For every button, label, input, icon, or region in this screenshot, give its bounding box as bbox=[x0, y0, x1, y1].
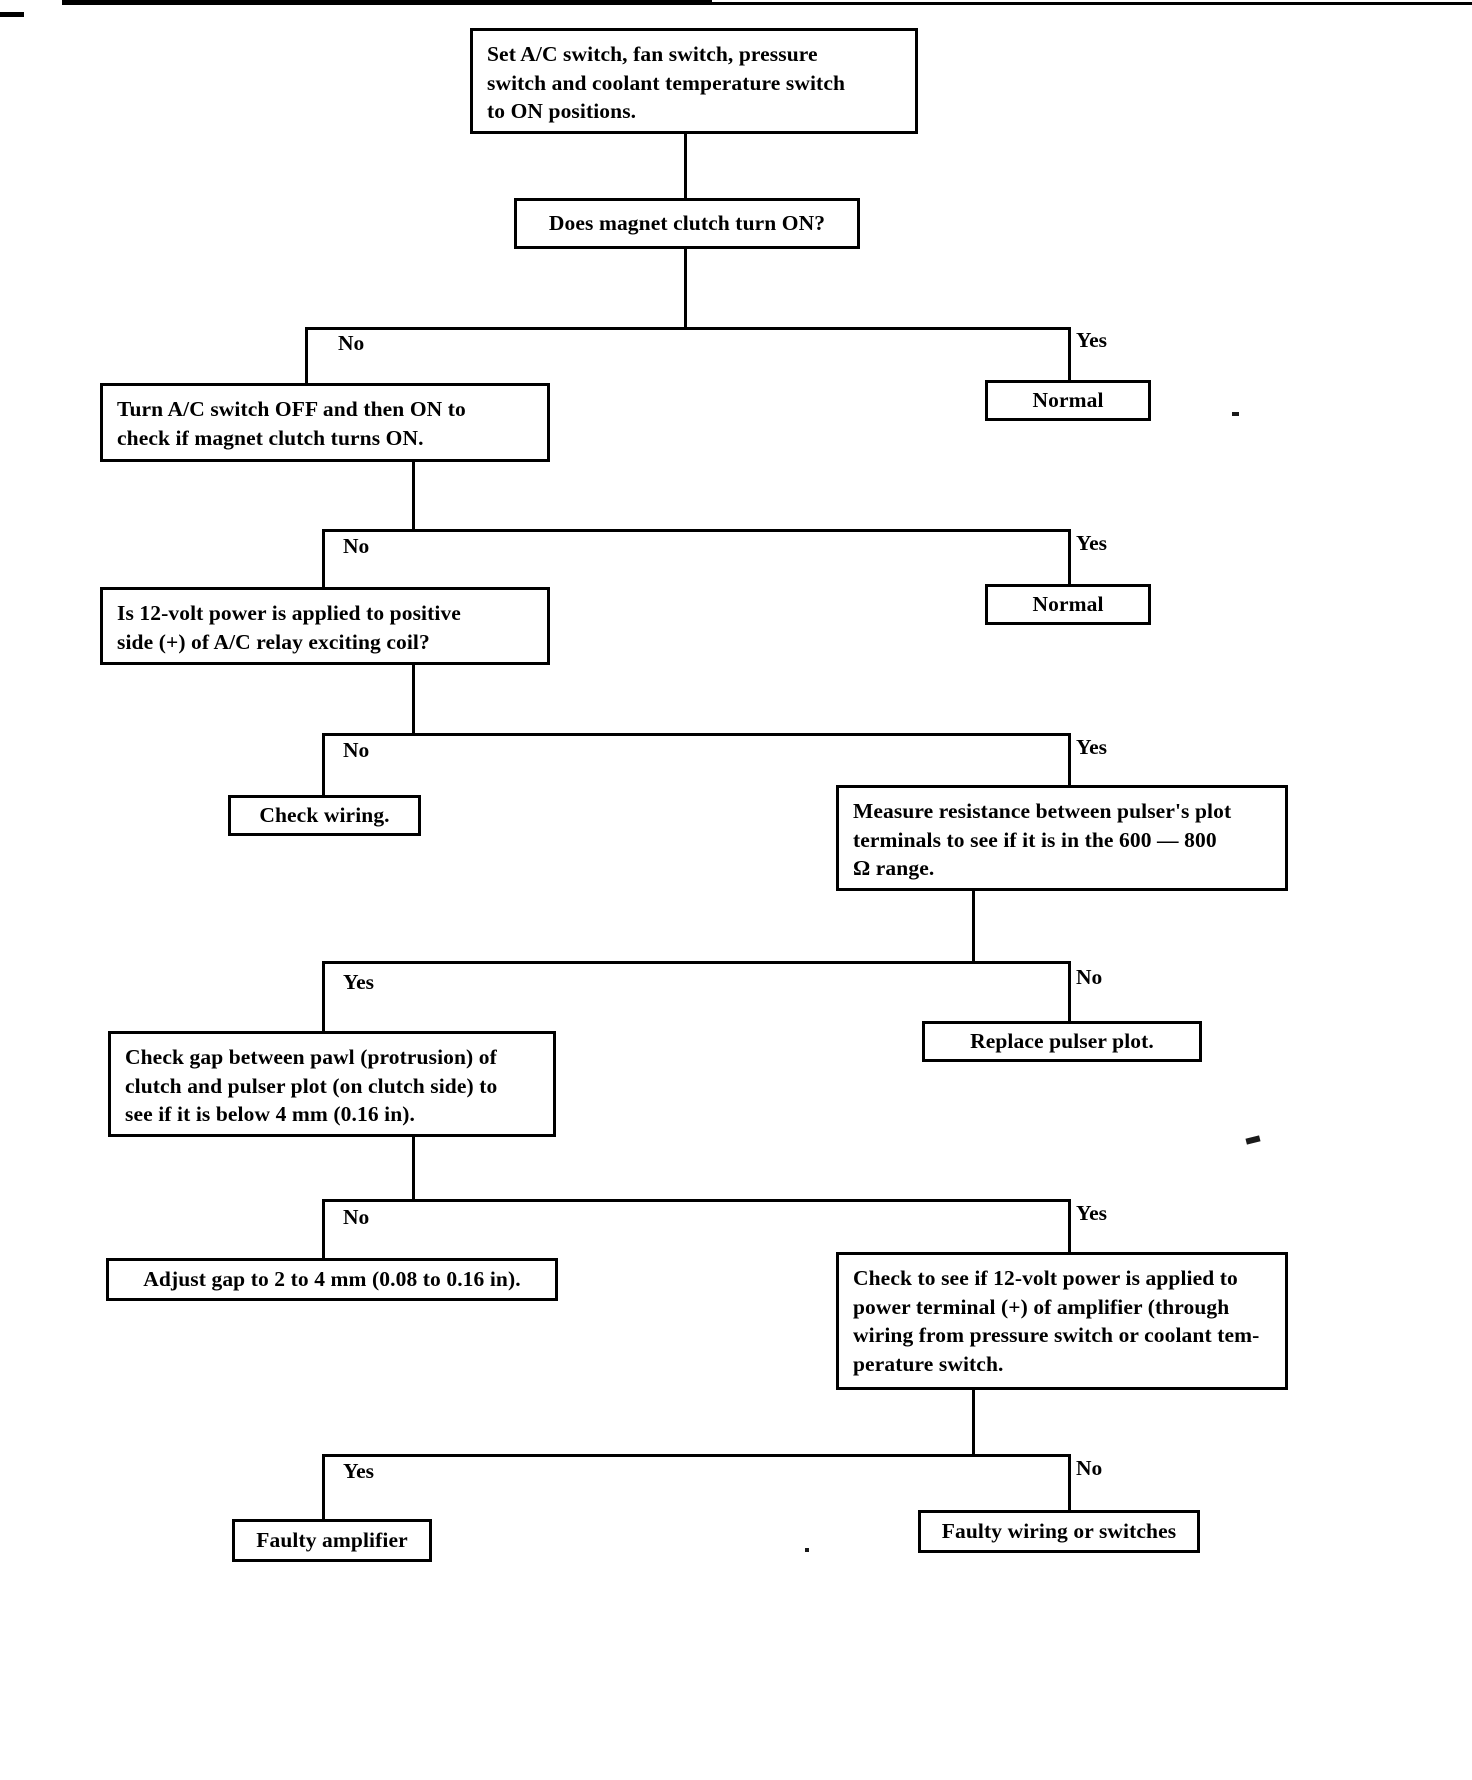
edge-amp-bus bbox=[322, 1454, 1070, 1457]
edge-relay-yes-drop bbox=[1068, 733, 1071, 785]
label-resistance-no: No bbox=[1076, 965, 1103, 989]
edge-retry-no-drop bbox=[322, 529, 325, 587]
edge-turnswitch-stem bbox=[412, 462, 415, 531]
edge-retry-bus bbox=[322, 529, 1070, 532]
label-resistance-yes: Yes bbox=[343, 970, 375, 994]
label-retry-yes: Yes bbox=[1076, 531, 1108, 555]
label-amp-yes: Yes bbox=[343, 1459, 375, 1483]
node-faulty-amplifier: Faulty amplifier bbox=[232, 1519, 432, 1562]
edge-resistance-bus bbox=[322, 961, 1070, 964]
label-clutch-no: No bbox=[338, 331, 365, 355]
node-replace-pulser-plot: Replace pulser plot. bbox=[922, 1021, 1202, 1062]
label-relay-yes: Yes bbox=[1076, 735, 1108, 759]
scan-speck-right-upper bbox=[1232, 412, 1239, 416]
edge-question1-stem bbox=[684, 249, 687, 329]
node-normal-1: Normal bbox=[985, 380, 1151, 421]
edge-relay-bus bbox=[322, 733, 1070, 736]
edge-gap-stem bbox=[412, 1137, 415, 1201]
edge-gap-no-drop bbox=[322, 1199, 325, 1258]
scan-speck-bottom-center bbox=[805, 1548, 809, 1552]
node-question-relay-power: Is 12-volt power is applied to positive … bbox=[100, 587, 550, 665]
label-relay-no: No bbox=[343, 738, 370, 762]
edge-gap-yes-drop bbox=[1068, 1199, 1071, 1252]
edge-resistance-stem bbox=[972, 891, 975, 963]
edge-resistance-yes-drop bbox=[322, 961, 325, 1031]
scan-artifact-left-dash bbox=[0, 12, 24, 17]
edge-amp-yes-drop bbox=[322, 1454, 325, 1519]
node-question-magnet-clutch: Does magnet clutch turn ON? bbox=[514, 198, 860, 249]
node-check-gap: Check gap between pawl (protrusion) of c… bbox=[108, 1031, 556, 1137]
edge-amp-stem bbox=[972, 1390, 975, 1456]
scan-speck-right-lower bbox=[1245, 1135, 1261, 1145]
edge-resistance-no-drop bbox=[1068, 961, 1071, 1021]
edge-retry-yes-drop bbox=[1068, 529, 1071, 584]
node-start: Set A/C switch, fan switch, pressure swi… bbox=[470, 28, 918, 134]
label-clutch-yes: Yes bbox=[1076, 328, 1108, 352]
label-amp-no: No bbox=[1076, 1456, 1103, 1480]
node-turn-switch-off-on: Turn A/C switch OFF and then ON to check… bbox=[100, 383, 550, 462]
edge-question1-no-drop bbox=[305, 327, 308, 383]
scan-artifact-top-rule-thin bbox=[712, 2, 1472, 5]
node-measure-resistance: Measure resistance between pulser's plot… bbox=[836, 785, 1288, 891]
edge-question1-yes-drop bbox=[1068, 327, 1071, 380]
edge-amp-no-drop bbox=[1068, 1454, 1071, 1510]
node-check-wiring: Check wiring. bbox=[228, 795, 421, 836]
edge-start-to-question1 bbox=[684, 134, 687, 198]
label-gap-no: No bbox=[343, 1205, 370, 1229]
edge-relay-stem bbox=[412, 665, 415, 735]
node-normal-2: Normal bbox=[985, 584, 1151, 625]
scan-artifact-top-rule bbox=[62, 0, 712, 5]
label-gap-yes: Yes bbox=[1076, 1201, 1108, 1225]
node-check-amplifier-power: Check to see if 12-volt power is applied… bbox=[836, 1252, 1288, 1390]
node-faulty-wiring-or-switches: Faulty wiring or switches bbox=[918, 1510, 1200, 1553]
edge-gap-bus bbox=[322, 1199, 1070, 1202]
label-retry-no: No bbox=[343, 534, 370, 558]
edge-question1-bus bbox=[305, 327, 1071, 330]
node-adjust-gap: Adjust gap to 2 to 4 mm (0.08 to 0.16 in… bbox=[106, 1258, 558, 1301]
edge-relay-no-drop bbox=[322, 733, 325, 795]
